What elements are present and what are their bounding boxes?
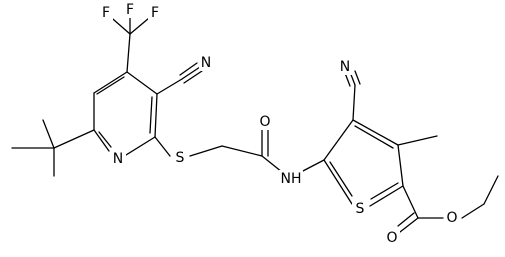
atom-fluorine-b: F <box>126 2 134 18</box>
bonds <box>11 9 499 233</box>
atom-nitrile-nitrogen-thiophene: N <box>340 59 350 75</box>
atom-amide-nh: NH <box>281 171 302 187</box>
atom-amide-oxygen: O <box>259 114 270 130</box>
atom-fluorine-c: F <box>151 5 159 21</box>
atom-thioether-sulfur: S <box>176 150 185 166</box>
atom-fluorine-a: F <box>102 5 110 21</box>
atom-labels: F F F N N S O N NH S O O <box>99 2 460 247</box>
atom-thiophene-sulfur: S <box>356 201 365 217</box>
atom-ester-carbonyl-oxygen: O <box>386 230 397 246</box>
atom-pyridine-nitrogen: N <box>113 151 123 167</box>
atom-ester-ether-oxygen: O <box>446 210 457 226</box>
atom-nitrile-nitrogen-pyridine: N <box>201 55 211 71</box>
